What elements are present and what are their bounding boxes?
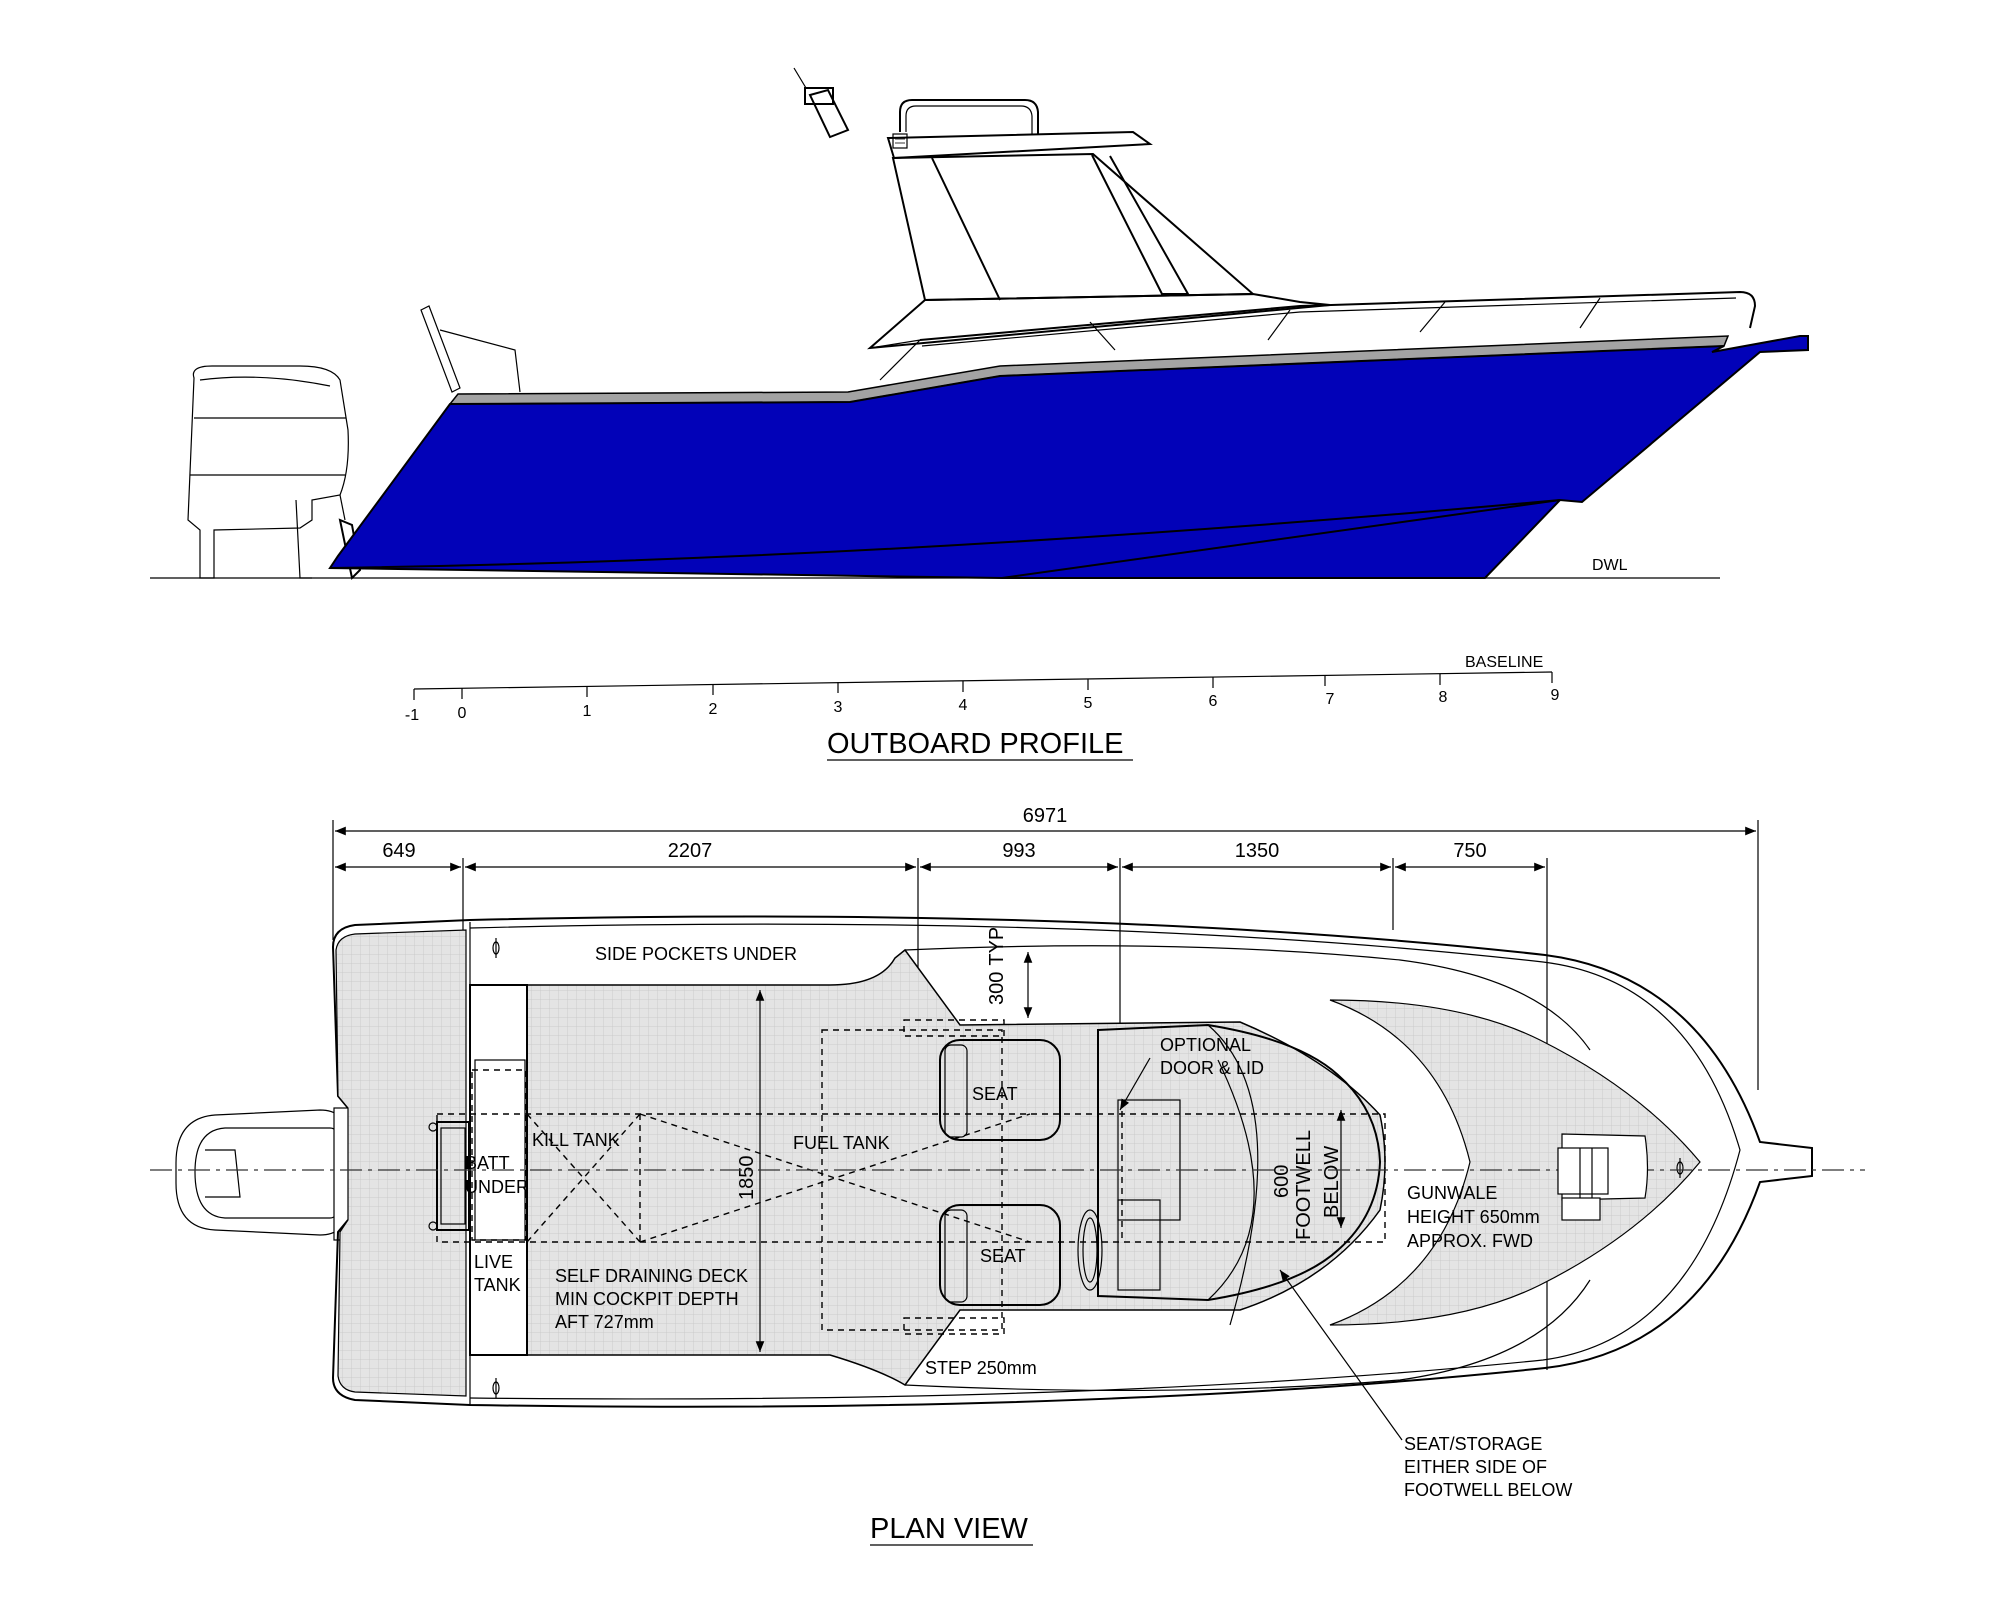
dwl-label: DWL: [1592, 557, 1628, 574]
spray-rail: [1001, 499, 1561, 579]
optional-door-leader: [1119, 1057, 1151, 1111]
storage-label-3: FOOTWELL BELOW: [1404, 1480, 1572, 1500]
fuel-tank-label: FUEL TANK: [793, 1133, 890, 1153]
footwell-dim: 600: [1271, 1165, 1293, 1198]
plan-view: 6971 649 2207 993 1350 750: [150, 805, 1865, 1500]
side-pockets-label: SIDE POCKETS UNDER: [595, 944, 797, 964]
outboard-motor-plan: [175, 1107, 355, 1241]
under-label: UNDER: [465, 1177, 529, 1197]
bow-rail: [869, 290, 1757, 381]
helm-console: [1077, 1023, 1382, 1326]
station-label: 0: [458, 705, 467, 722]
station-label: 8: [1439, 689, 1448, 706]
gunwale-label-2: HEIGHT 650mm: [1407, 1207, 1540, 1227]
chine-line: [329, 499, 1561, 569]
rear-seat-back: [420, 305, 521, 393]
outboard-profile: DWL: [150, 67, 1809, 581]
station-label: 4: [959, 697, 968, 714]
deck: [335, 929, 467, 1397]
footwell-label-1: FOOTWELL: [1293, 1130, 1315, 1240]
dimensions: 6971 649 2207 993 1350 750: [332, 805, 1759, 1370]
kill-tank-label: KILL TANK: [532, 1130, 620, 1150]
station-label: -1: [405, 707, 419, 724]
dim-bow: 750: [1453, 840, 1486, 862]
cabin-side: [867, 292, 1331, 350]
hull-plan-outline: [331, 915, 1813, 1408]
drain-plug-icon: [492, 938, 1684, 1398]
storage-label-2: EITHER SIDE OF: [1404, 1457, 1547, 1477]
footwell-label-2: BELOW: [1321, 1146, 1343, 1218]
station-label: 6: [1209, 693, 1218, 710]
overall-length-dim: 6971: [1023, 805, 1068, 827]
profile-title: OUTBOARD PROFILE: [827, 728, 1124, 760]
seat-bottom: SEAT: [939, 1204, 1061, 1306]
dim-helm: 993: [1002, 840, 1035, 862]
station-label: 7: [1326, 691, 1335, 708]
deck-label-2: MIN COCKPIT DEPTH: [555, 1289, 739, 1309]
live-tank: [474, 1059, 526, 1241]
pocket-dim: 300TYP: [986, 927, 1008, 1005]
baseline-label: BASELINE: [1465, 654, 1543, 671]
seat-storage-leader: [1279, 1269, 1403, 1441]
live-tank-label-2: TANK: [474, 1275, 521, 1295]
bow-deck: [1329, 999, 1701, 1326]
station-label: 9: [1551, 687, 1560, 704]
step-label: STEP 250mm: [925, 1358, 1037, 1378]
station-label: 5: [1084, 695, 1093, 712]
side-glass: [891, 152, 1256, 302]
seat-bottom-label: SEAT: [980, 1246, 1026, 1266]
live-tank-label-1: LIVE: [474, 1252, 513, 1272]
seat-top-label: SEAT: [972, 1084, 1018, 1104]
station-label: 2: [709, 701, 718, 718]
deck-label-3: AFT 727mm: [555, 1312, 654, 1332]
hardtop: [793, 67, 1153, 160]
optional-door-label-2: DOOR & LID: [1160, 1058, 1264, 1078]
outboard-motor: [187, 365, 349, 579]
station-label: 3: [834, 699, 843, 716]
seat-top: SEAT: [939, 1039, 1061, 1141]
dim-footwell: 1350: [1235, 840, 1280, 862]
station-label: 1: [583, 703, 592, 720]
cabin-glazing: [891, 152, 1256, 302]
plan-title: PLAN VIEW: [870, 1513, 1029, 1545]
deck-label-1: SELF DRAINING DECK: [555, 1266, 748, 1286]
beam-dim: 1850: [736, 1156, 758, 1201]
gunwale-label-3: APPROX. FWD: [1407, 1231, 1533, 1251]
baseline: [413, 671, 1553, 690]
optional-door-label-1: OPTIONAL: [1160, 1035, 1251, 1055]
gunwale-label-1: GUNWALE: [1407, 1183, 1497, 1203]
dim-transom: 649: [382, 840, 415, 862]
batt-label: BATT: [465, 1153, 510, 1173]
dim-cockpit: 2207: [668, 840, 713, 862]
storage-label-1: SEAT/STORAGE: [1404, 1434, 1542, 1454]
hull: [328, 335, 1809, 579]
cockpit-floor: [526, 948, 1386, 1386]
station-scale: BASELINE -1 0 1 2 3 4 5 6 7 8 9: [405, 654, 1560, 724]
bow-fitting: [1557, 1133, 1649, 1221]
